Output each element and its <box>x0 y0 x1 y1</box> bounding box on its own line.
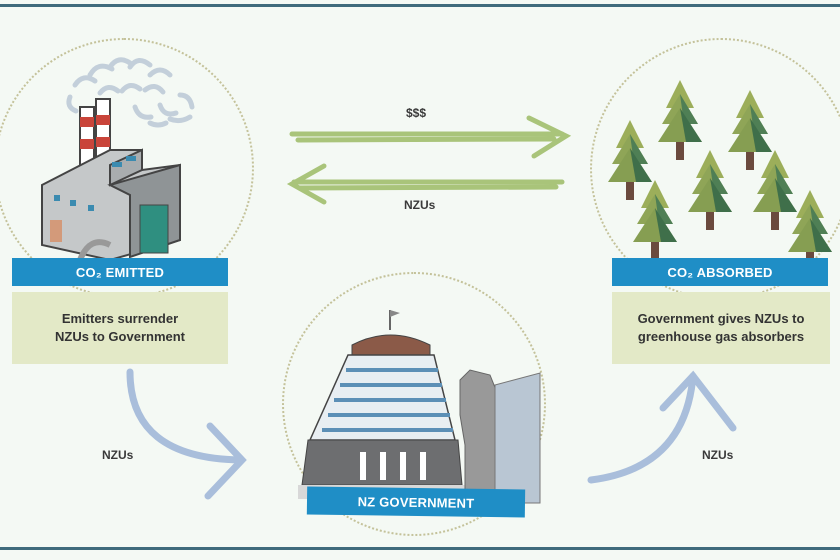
factory-icon <box>41 57 195 262</box>
absorber-banner: CO₂ ABSORBED <box>612 258 828 286</box>
government-circle <box>282 272 546 536</box>
nzu-flow-left-label: NZUs <box>404 198 436 212</box>
tree-icon <box>728 90 772 170</box>
tree-icon <box>633 180 677 260</box>
emitter-banner: CO₂ EMITTED <box>12 258 228 286</box>
tree-icon <box>608 120 652 200</box>
absorber-description: Government gives NZUs to greenhouse gas … <box>612 292 830 364</box>
tree-icon <box>688 150 732 230</box>
nzu-to-government-label: NZUs <box>102 448 134 462</box>
top-divider <box>0 4 840 7</box>
tree-icon <box>658 80 702 160</box>
money-flow-label: $$$ <box>406 106 427 120</box>
absorber-description-line1: Government gives NZUs to <box>637 311 805 326</box>
bottom-divider <box>0 547 840 550</box>
nzu-to-government-arrow <box>126 368 247 500</box>
emitter-description-line1: Emitters surrender <box>61 311 179 326</box>
nzu-arrow-left <box>286 163 565 205</box>
emitter-banner-text: CO₂ EMITTED <box>75 264 165 280</box>
absorber-banner-text: CO₂ ABSORBED <box>667 264 773 280</box>
emitter-description: Emitters surrender NZUs to Government <box>12 292 228 364</box>
money-arrow-right <box>289 115 572 159</box>
nzu-to-absorbers-arrow <box>587 370 737 484</box>
forest-icon <box>608 80 832 270</box>
nzu-to-absorbers-label: NZUs <box>702 448 734 462</box>
emitter-description-line2: NZUs to Government <box>54 329 185 344</box>
government-banner-text: NZ GOVERNMENT <box>357 493 475 511</box>
tree-icon <box>753 150 797 230</box>
beehive-parliament-icon <box>298 310 541 504</box>
absorber-description-line2: greenhouse gas absorbers <box>637 329 805 344</box>
government-banner: NZ GOVERNMENT <box>306 486 526 518</box>
